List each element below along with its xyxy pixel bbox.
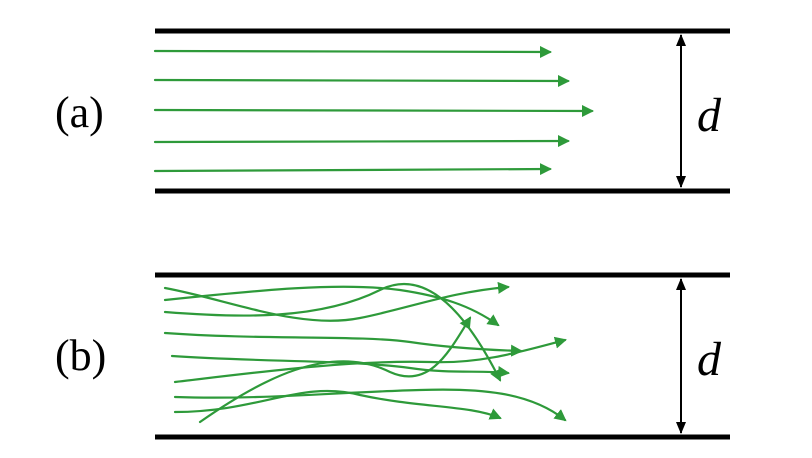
panel-a: (a) d [55, 28, 730, 194]
laminar-streamline [153, 74, 570, 87]
panel-a-dimension-label: d [697, 89, 722, 142]
laminar-streamline [153, 135, 570, 148]
panel-b: (b) d [55, 272, 730, 440]
laminar-streamline [153, 163, 552, 176]
turbulent-streamline [170, 354, 510, 378]
turbulent-streamline [173, 388, 567, 422]
laminar-streamline [153, 45, 552, 58]
turbulent-streamline [163, 331, 523, 357]
turbulent-streamline [173, 336, 567, 384]
turbulent-streamline [163, 281, 510, 322]
turbulent-streamline [173, 389, 502, 420]
panel-a-label: (a) [55, 88, 104, 137]
panel-b-streamlines [163, 281, 567, 424]
panel-b-dimension-label: d [697, 333, 722, 386]
panel-a-streamlines [153, 45, 594, 176]
turbulent-streamline [198, 316, 472, 424]
panel-b-label: (b) [55, 331, 106, 380]
laminar-streamline [153, 104, 594, 117]
